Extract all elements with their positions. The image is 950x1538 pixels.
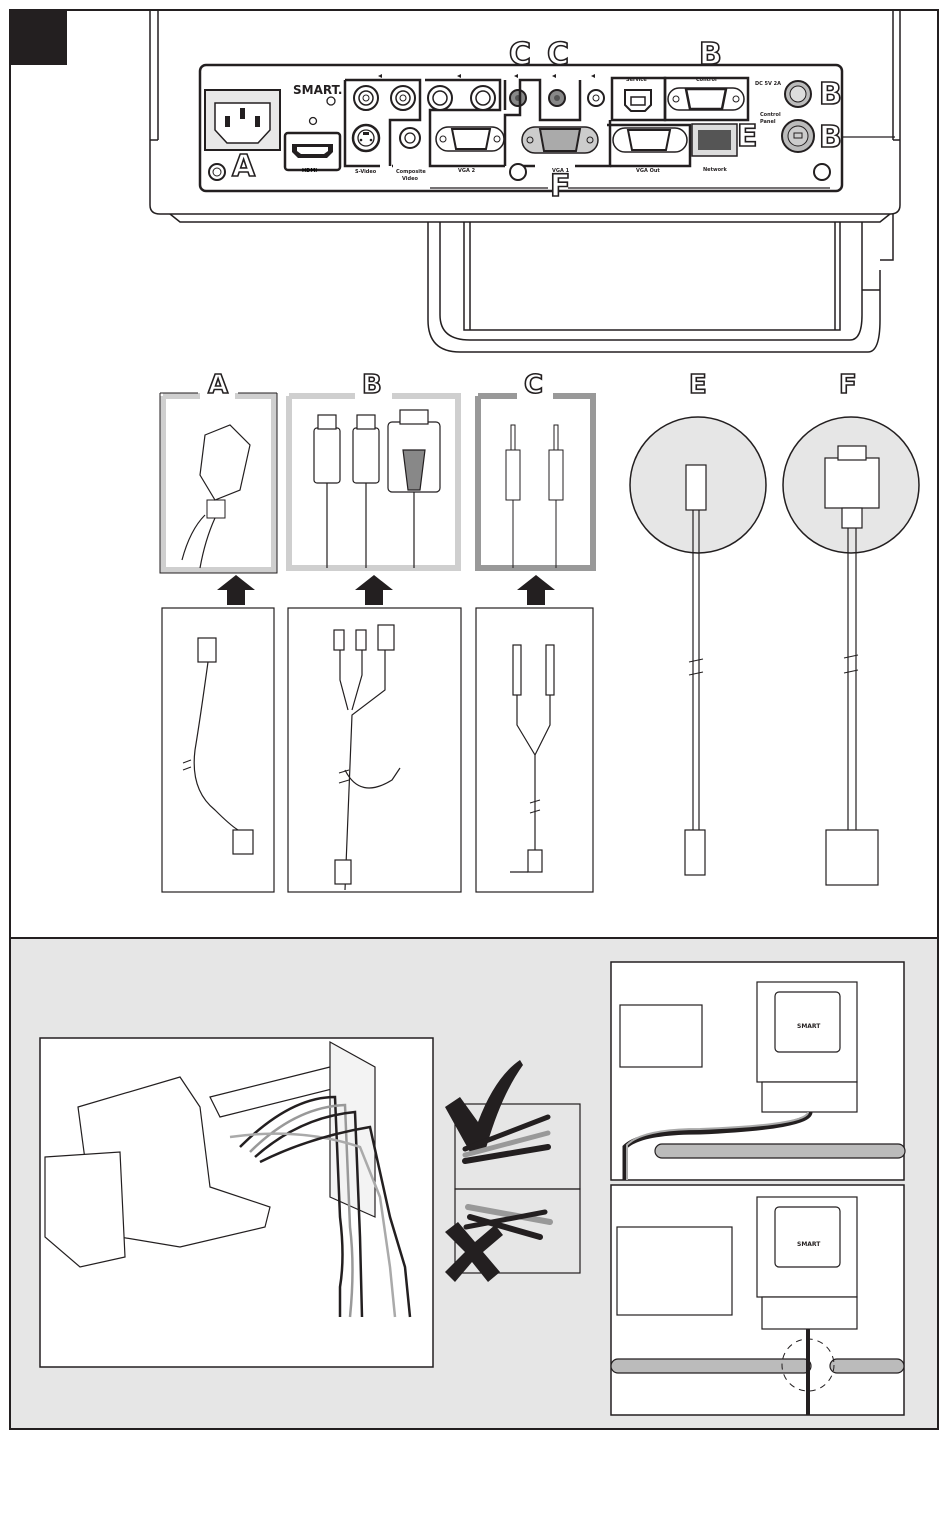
cable-panel-a xyxy=(162,608,274,892)
power-inlet-port xyxy=(205,90,280,150)
rca-port xyxy=(391,86,415,110)
s-video-port xyxy=(353,125,379,151)
dc-power-port xyxy=(785,81,811,107)
smart-logo: SMART xyxy=(797,1241,821,1248)
vga-out-port xyxy=(613,128,687,152)
s-video-label: S-Video xyxy=(355,169,377,175)
power-cable xyxy=(194,638,253,854)
indicator-led xyxy=(327,97,335,105)
cable-panel-c-closeup xyxy=(478,396,593,568)
vga-1-port xyxy=(522,127,598,153)
control-panel-port xyxy=(782,120,814,152)
cable-raceway xyxy=(655,1144,905,1158)
rca-port xyxy=(471,86,495,110)
composite-label-line2: Video xyxy=(402,176,418,182)
cable-raceway xyxy=(611,1359,811,1373)
callout-e: E xyxy=(737,122,758,152)
composite-video-port xyxy=(400,128,420,148)
screw-icon xyxy=(814,164,830,180)
cable-panel-b xyxy=(288,608,461,892)
audio-cable xyxy=(510,645,554,872)
rca-port xyxy=(428,86,452,110)
cable-routing-illustrations: SMART SMART xyxy=(0,937,950,1432)
smart-logo: SMART xyxy=(797,1023,821,1030)
network-label: Network xyxy=(703,167,727,173)
vga-out-label: VGA Out xyxy=(636,168,660,174)
projector-connector-panel: SMART. HDMI S-Video Composite Video xyxy=(0,0,950,380)
screw-icon xyxy=(209,164,225,180)
control-cable xyxy=(334,625,400,890)
smart-logo: SMART. xyxy=(293,83,343,97)
cable-panel-b-closeup xyxy=(289,396,458,568)
audio-jack-port xyxy=(588,90,604,106)
projector-mount xyxy=(428,214,893,352)
service-label: Service xyxy=(626,77,647,83)
vga-2-label: VGA 2 xyxy=(458,168,476,174)
callout-b-control-panel: B xyxy=(819,123,842,153)
messy-cable-bundle xyxy=(466,1207,550,1237)
indicator-led xyxy=(310,118,317,125)
callout-b-dc: B xyxy=(819,80,842,110)
cable-illustrations xyxy=(0,390,950,910)
vga-2-port xyxy=(436,127,504,151)
callout-b-control: B xyxy=(699,40,722,70)
hdmi-port xyxy=(285,133,340,170)
screw-icon xyxy=(510,164,526,180)
callout-c-2: C xyxy=(547,40,569,70)
arrow-up-icon xyxy=(217,575,555,605)
whiteboard-icon xyxy=(620,1005,702,1067)
hdmi-label: HDMI xyxy=(302,168,317,174)
audio-jack-port xyxy=(549,90,565,106)
db9-control-port xyxy=(668,88,744,110)
audio-jack-port xyxy=(510,90,526,106)
control-panel-label: Control xyxy=(760,112,781,118)
composite-label: Composite xyxy=(396,169,426,175)
rca-port xyxy=(354,86,378,110)
usb-service-port xyxy=(625,90,651,111)
callout-c-1: C xyxy=(509,40,531,70)
callout-f: F xyxy=(550,172,571,202)
dc-label: DC 5V 2A xyxy=(755,81,781,87)
whiteboard-icon xyxy=(617,1227,732,1315)
control-panel-label-line2: Panel xyxy=(760,119,776,125)
control-label: Control xyxy=(696,77,717,83)
check-mark-icon xyxy=(445,1060,523,1152)
callout-a: A xyxy=(232,152,255,182)
cable-panel-a-closeup xyxy=(160,393,277,573)
network-port xyxy=(692,124,737,156)
